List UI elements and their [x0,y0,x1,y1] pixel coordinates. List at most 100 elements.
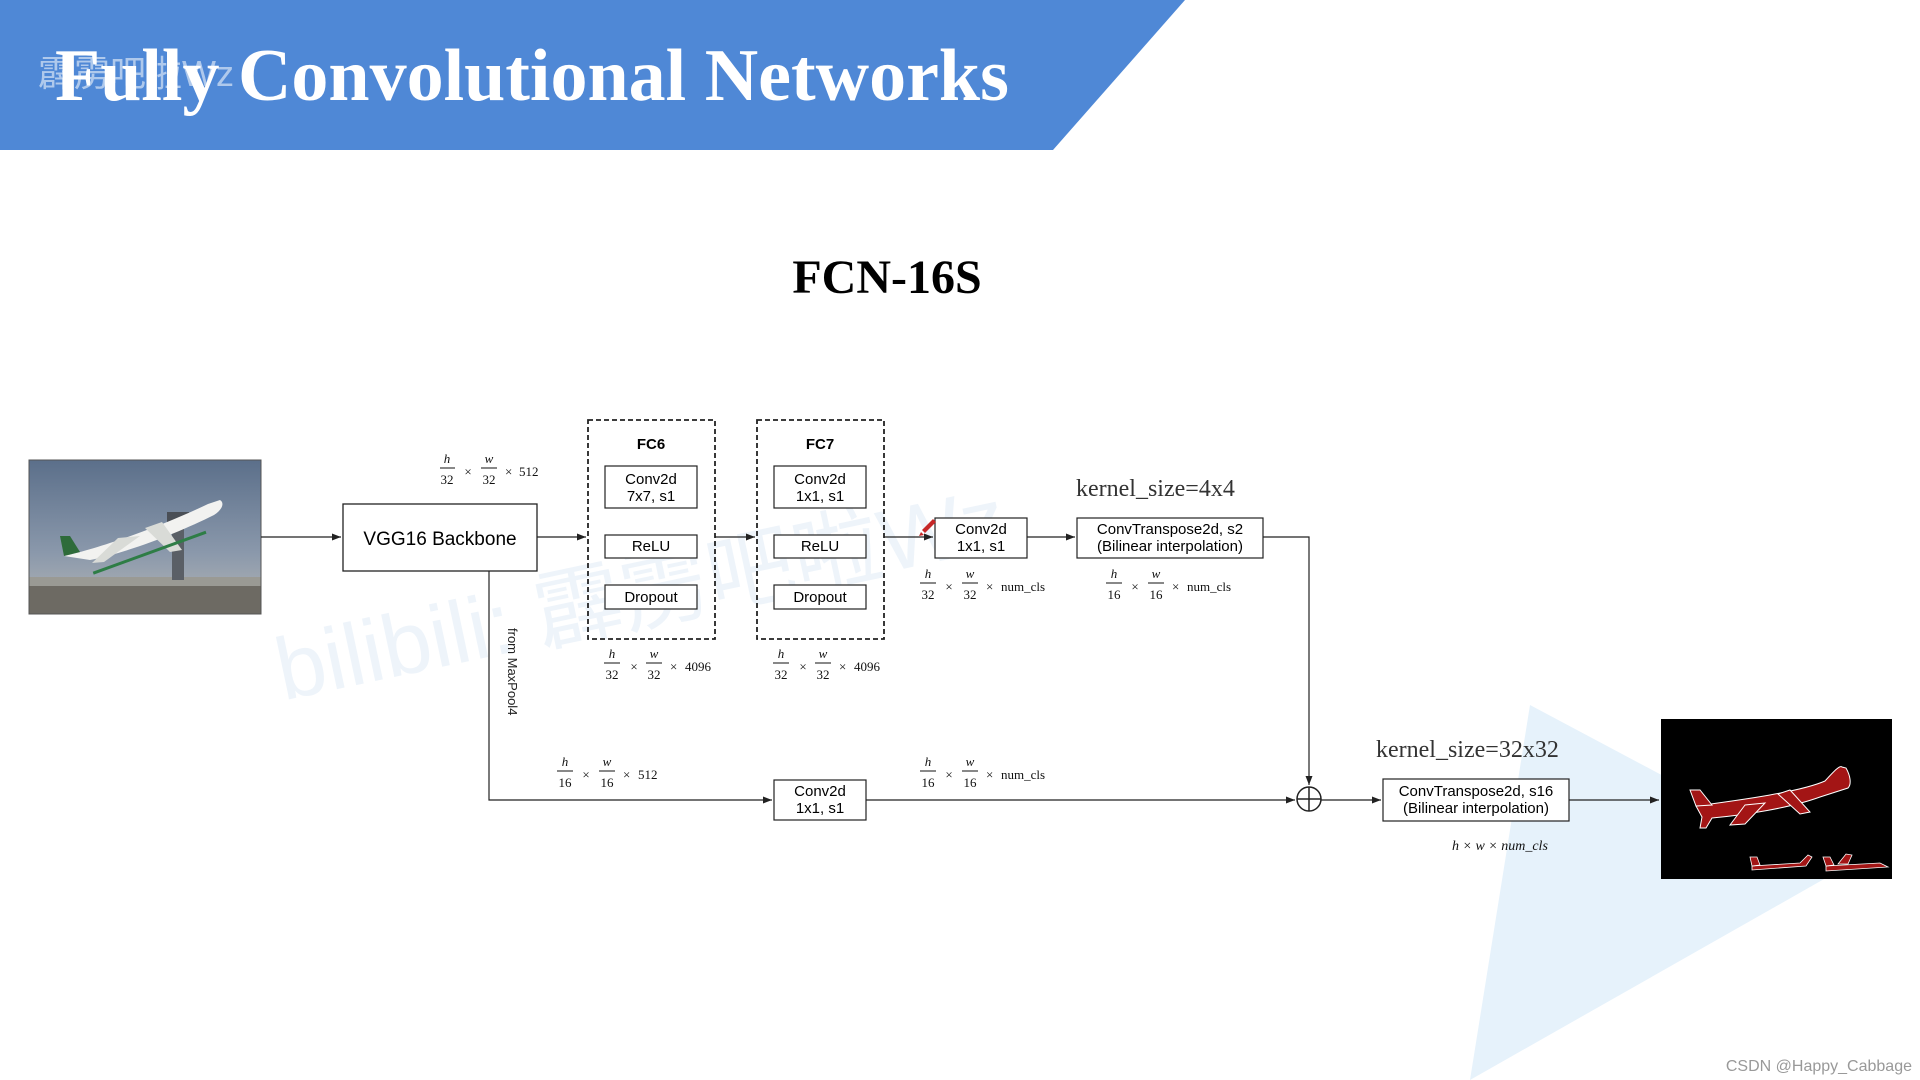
conv-bottom-box [773,779,867,821]
sum-node [1296,786,1322,812]
svg-text:32: 32 [817,667,830,682]
fc6-conv-params: 7x7, s1 [627,488,675,505]
watermark-top: 霹雳吧啦Wz [38,53,234,94]
backbone-output-shape: h 32 × w 32 × 512 [440,451,539,487]
svg-text:32: 32 [964,587,977,602]
conv-top-label: Conv2d [955,521,1007,538]
svg-text:h: h [925,566,932,581]
svg-text:32: 32 [775,667,788,682]
svg-text:num_cls: num_cls [1187,579,1231,594]
fc7-conv-label: Conv2d [794,471,846,488]
connectors [261,533,1659,804]
input-image [28,459,262,615]
svg-text:32: 32 [483,472,496,487]
svg-text:16: 16 [601,775,615,790]
svg-text:×: × [1131,579,1138,594]
svg-text:×: × [839,659,846,674]
output-image [1661,719,1892,879]
fc6-dropout-label: Dropout [624,589,678,606]
upsample-top-output-shape: h 16 × w 16 × num_cls [1106,566,1231,602]
svg-text:w: w [966,566,975,581]
small-airplane-mask-2 [1822,853,1890,872]
skip-input-shape: h 16 × w 16 × 512 [557,754,658,790]
upsample-top-box [1076,517,1264,559]
svg-text:num_cls: num_cls [1001,767,1045,782]
upsample-top-label: ConvTranspose2d, s2 [1097,521,1243,538]
fc7-conv-box [773,465,867,509]
svg-text:×: × [630,659,637,674]
svg-text:×: × [1172,579,1179,594]
fc6-relu-label: ReLU [632,538,670,555]
kernel-size-top: kernel_size=4x4 [1076,476,1235,502]
upsample-top-method: (Bilinear interpolation) [1097,538,1243,555]
vgg16-backbone-label: VGG16 Backbone [363,529,516,550]
airplane-icon [60,500,223,575]
svg-text:h: h [562,754,569,769]
svg-text:h: h [609,646,616,661]
upsample-final-label: ConvTranspose2d, s16 [1399,783,1554,800]
svg-text:w: w [485,451,494,466]
vgg16-backbone-box [342,503,538,572]
svg-text:×: × [986,767,993,782]
small-airplane-mask-1 [1749,854,1813,871]
kernel-size-final: kernel_size=32x32 [1376,737,1559,763]
svg-text:h: h [444,451,451,466]
svg-text:4096: 4096 [854,659,881,674]
svg-text:4096: 4096 [685,659,712,674]
svg-text:×: × [623,767,630,782]
conv-top-output-shape: h 32 × w 32 × num_cls [920,566,1045,602]
svg-text:h: h [1111,566,1118,581]
fc7-block: FC7 Conv2d 1x1, s1 ReLU Dropout [756,419,885,640]
svg-text:h: h [778,646,785,661]
diagram-subtitle: FCN-16S [792,251,981,304]
fc7-output-shape: h 32 × w 32 × 4096 [773,646,881,682]
svg-text:×: × [986,579,993,594]
fc6-conv-label: Conv2d [625,471,677,488]
svg-text:num_cls: num_cls [1001,579,1045,594]
svg-text:h: h [925,754,932,769]
fc6-dropout-box [604,584,698,610]
pen-cursor-icon [919,519,936,536]
fc7-title: FC7 [806,436,834,453]
svg-text:×: × [670,659,677,674]
conv-bottom-params: 1x1, s1 [796,800,844,817]
svg-text:×: × [464,464,471,479]
svg-text:w: w [650,646,659,661]
svg-text:16: 16 [1108,587,1122,602]
svg-text:16: 16 [1150,587,1164,602]
svg-text:32: 32 [922,587,935,602]
slide-title: Fully Convolutional Networks [55,35,1009,117]
svg-text:32: 32 [606,667,619,682]
svg-text:×: × [945,767,952,782]
fc7-dropout-label: Dropout [793,589,847,606]
svg-text:×: × [582,767,589,782]
footer-credit: CSDN @Happy_Cabbage [1726,1058,1912,1075]
fc6-block: FC6 Conv2d 7x7, s1 ReLU Dropout [587,419,716,640]
svg-text:w: w [819,646,828,661]
svg-text:16: 16 [964,775,978,790]
fc7-relu-label: ReLU [801,538,839,555]
svg-text:512: 512 [519,464,539,479]
fc7-dropout-box [773,584,867,610]
svg-text:16: 16 [922,775,936,790]
conv-bottom-label: Conv2d [794,783,846,800]
fc6-relu-box [604,534,698,559]
fc6-output-shape: h 32 × w 32 × 4096 [604,646,712,682]
svg-text:512: 512 [638,767,658,782]
svg-text:16: 16 [559,775,573,790]
conv-bottom-output-shape: h 16 × w 16 × num_cls [920,754,1045,790]
svg-text:w: w [1152,566,1161,581]
fc6-title: FC6 [637,436,665,453]
final-output-shape: h × w × num_cls [1452,839,1548,854]
fc7-conv-params: 1x1, s1 [796,488,844,505]
fc6-conv-box [604,465,698,509]
svg-text:×: × [505,464,512,479]
svg-text:×: × [799,659,806,674]
svg-text:w: w [603,754,612,769]
airplane-mask [1689,766,1851,829]
svg-text:×: × [945,579,952,594]
conv-top-params: 1x1, s1 [957,538,1005,555]
conv-top-box [934,517,1028,559]
svg-text:w: w [966,754,975,769]
